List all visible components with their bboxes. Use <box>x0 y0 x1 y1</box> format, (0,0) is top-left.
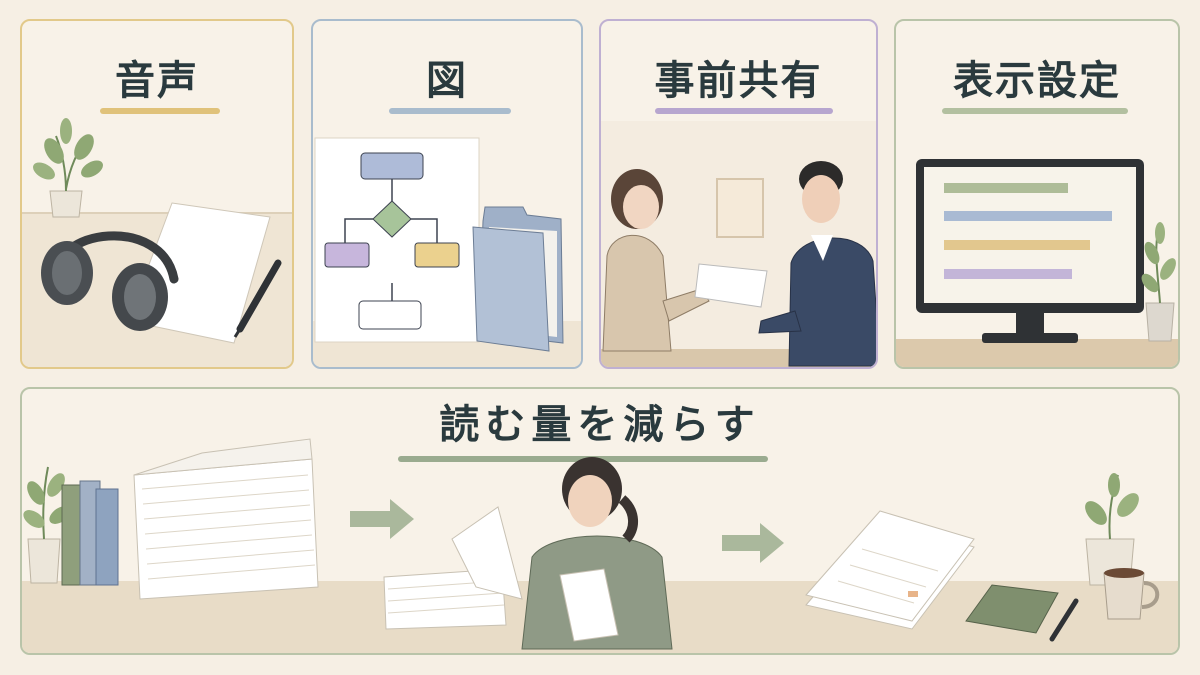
title-underline <box>655 108 833 114</box>
pre-share-illustration <box>601 108 876 367</box>
book-icon <box>965 584 1059 634</box>
setting-bar-yellow <box>944 240 1090 250</box>
tall-paper-stack <box>133 438 319 600</box>
diagram-illustration <box>313 108 581 367</box>
title-underline <box>389 108 511 114</box>
plant-icon <box>1141 222 1176 342</box>
flowchart-icon <box>314 137 480 343</box>
panel-title-display-settings: 表示設定 <box>953 58 1121 104</box>
wall-frame <box>716 178 764 238</box>
pen-icon <box>233 259 282 338</box>
panel-pre-share: 事前共有 <box>599 19 878 369</box>
arrow-right-icon <box>722 523 784 563</box>
desk-surface <box>896 339 1178 367</box>
reduce-reading-illustration <box>22 438 1178 653</box>
panel-diagram: 図 <box>311 19 583 369</box>
panel-audio: 音声 <box>20 19 294 369</box>
reduced-paper-stack <box>805 510 975 630</box>
panel-title-diagram: 図 <box>426 58 468 104</box>
reading-woman-figure <box>451 457 673 650</box>
arrow-right-icon <box>350 499 414 539</box>
panel-title-reduce-reading: 読む量を減らす <box>439 402 761 448</box>
binders <box>61 480 119 586</box>
man-figure <box>758 161 876 367</box>
plant-icon <box>33 118 103 218</box>
title-underline <box>100 108 220 114</box>
coffee-mug-icon <box>1103 568 1160 620</box>
panel-display-settings: 表示設定 <box>894 19 1180 369</box>
title-underline <box>942 108 1128 114</box>
panel-reduce-reading: 読む量を減らす <box>20 387 1180 655</box>
plant-icon <box>1085 473 1139 586</box>
setting-bar-blue <box>944 211 1112 221</box>
woman-figure <box>602 169 710 352</box>
panel-title-audio: 音声 <box>115 58 199 104</box>
pen-icon <box>1049 598 1079 642</box>
shared-document <box>694 263 768 308</box>
audio-illustration <box>22 108 292 367</box>
display-settings-illustration <box>896 108 1178 367</box>
headphones-icon <box>41 231 179 331</box>
setting-bar-green <box>944 183 1068 193</box>
folder-icon <box>472 206 564 352</box>
panel-title-pre-share: 事前共有 <box>654 58 823 104</box>
monitor-icon <box>916 159 1144 343</box>
setting-bar-purple <box>944 269 1072 279</box>
